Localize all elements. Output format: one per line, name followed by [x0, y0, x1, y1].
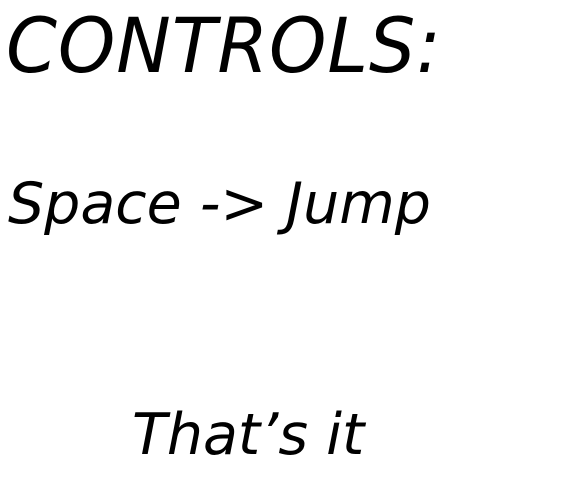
control-arrow: -> [199, 171, 269, 237]
controls-title: CONTROLS: [6, 1, 442, 90]
control-line-jump: Space -> Jump [8, 176, 431, 233]
control-key: Space [8, 171, 182, 237]
control-action: Jump [286, 171, 431, 237]
footer-text: That’s it [132, 402, 365, 468]
